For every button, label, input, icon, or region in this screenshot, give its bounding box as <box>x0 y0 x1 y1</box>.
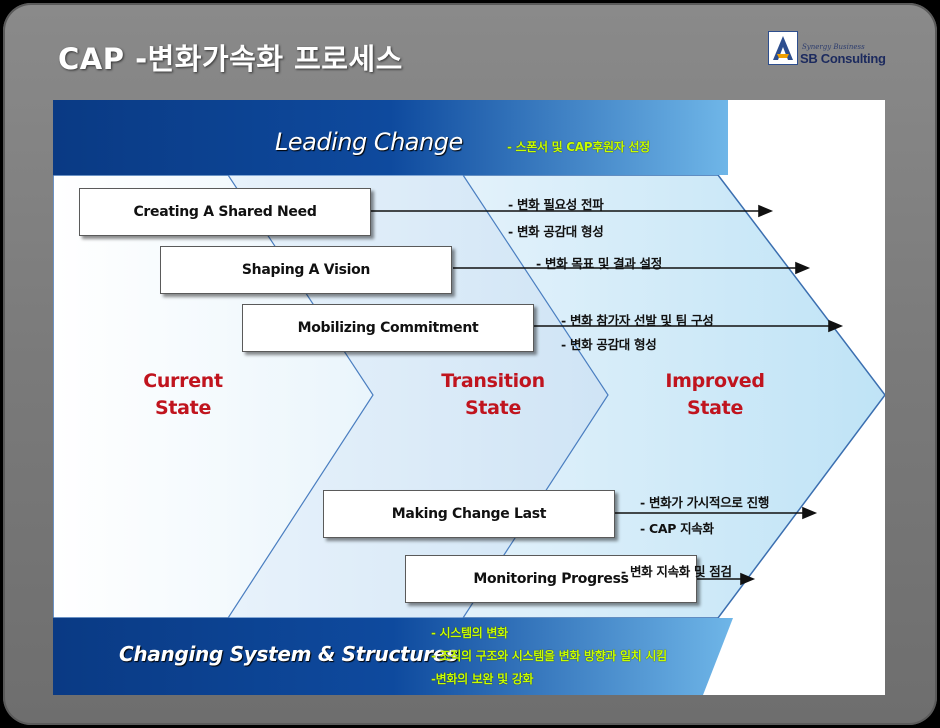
step-note: - 변화 참가자 선발 및 팀 구성 <box>561 313 714 328</box>
step-note: - 변화 목표 및 결과 설정 <box>536 256 662 271</box>
company-logo: Synergy Business SB Consulting <box>768 31 898 71</box>
step-note: - CAP 지속화 <box>640 521 714 536</box>
step-monitoring-progress: Monitoring Progress <box>405 555 697 603</box>
step-note: - 변화 필요성 전파 <box>508 197 604 212</box>
step-arrows <box>371 204 844 586</box>
cap-diagram: Leading Change - 스폰서 및 CAP후원자 선정 Creatin… <box>53 100 885 695</box>
step-mobilizing-commitment: Mobilizing Commitment <box>242 304 534 352</box>
changing-note: - 조직의 구조와 시스템을 변화 방향과 일치 시킴 <box>431 649 667 663</box>
step-note: - 변화 지속화 및 점검 <box>621 564 732 579</box>
step-note: - 변화 공감대 형성 <box>508 224 604 239</box>
step-note: - 변화 공감대 형성 <box>561 337 657 352</box>
step-note: - 변화가 가시적으로 진행 <box>640 495 770 510</box>
logo-tagline: Synergy Business <box>802 43 865 51</box>
changing-band <box>53 618 733 695</box>
step-making-change-last: Making Change Last <box>323 490 615 538</box>
logo-mark-icon <box>768 31 798 65</box>
logo-text: SB Consulting <box>800 51 886 66</box>
changing-note: - 시스템의 변화 <box>431 626 508 640</box>
changing-note: -변화의 보완 및 강화 <box>431 672 534 686</box>
leading-change-label: Leading Change <box>275 128 463 156</box>
changing-systems-label: Changing System & Structures <box>119 642 458 666</box>
step-creating-shared-need: Creating A Shared Need <box>79 188 371 236</box>
leading-band <box>53 100 728 175</box>
step-shaping-vision: Shaping A Vision <box>160 246 452 294</box>
leading-note: - 스폰서 및 CAP후원자 선정 <box>507 140 650 154</box>
slide-title: CAP -변화가속화 프로세스 <box>58 42 403 76</box>
